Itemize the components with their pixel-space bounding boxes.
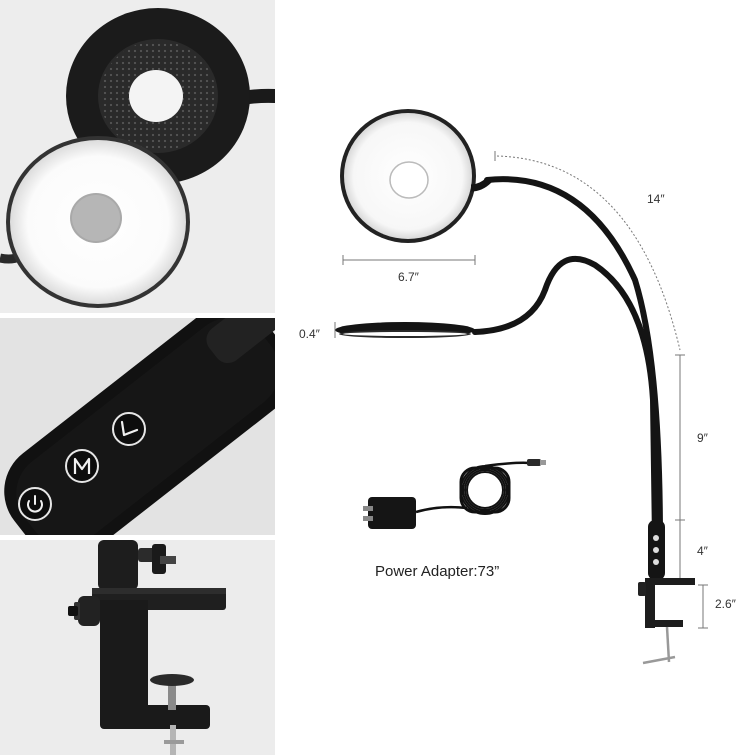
power-button[interactable]: [18, 487, 52, 521]
touch-control-illustration: [4, 318, 275, 535]
dimension-clamp-height: 2.6″: [715, 597, 736, 611]
lamp-head-closeup-panel: [0, 0, 275, 313]
mode-m-icon: [73, 457, 91, 474]
dimension-head-diameter: 6.7″: [398, 270, 419, 284]
power-adapter-label: Power Adapter:73”: [375, 563, 500, 580]
dimension-head-height: 14″: [647, 192, 665, 206]
lamp-head-illustration: [0, 8, 275, 308]
lamp-head-front-view: [6, 136, 190, 308]
lamp-dimension-diagram: 14″ 6.7″ 0.4″ 9″ 4″ 2.6″ Power Adapter:7…: [275, 0, 755, 755]
clamp-knob: [68, 596, 100, 626]
desk-clamp: [638, 578, 695, 665]
dimension-control-section: 4″: [697, 544, 708, 558]
lamp-head-front: [340, 109, 492, 243]
dimension-neck-length: 9″: [697, 431, 708, 445]
mode-button[interactable]: [65, 449, 99, 483]
lamp-head-side: [335, 322, 475, 338]
dimension-head-thickness: 0.4″: [299, 327, 320, 341]
desk-clamp-closeup-panel: [0, 540, 275, 755]
dimmer-button[interactable]: [112, 412, 146, 446]
touch-control-closeup-panel: [0, 318, 275, 535]
power-adapter: [363, 459, 546, 529]
brightness-check-icon: [120, 420, 139, 437]
control-stem: [648, 520, 665, 580]
lamp-full-illustration: [334, 109, 708, 665]
desk-clamp-illustration: [68, 540, 226, 755]
power-icon: [27, 495, 43, 513]
